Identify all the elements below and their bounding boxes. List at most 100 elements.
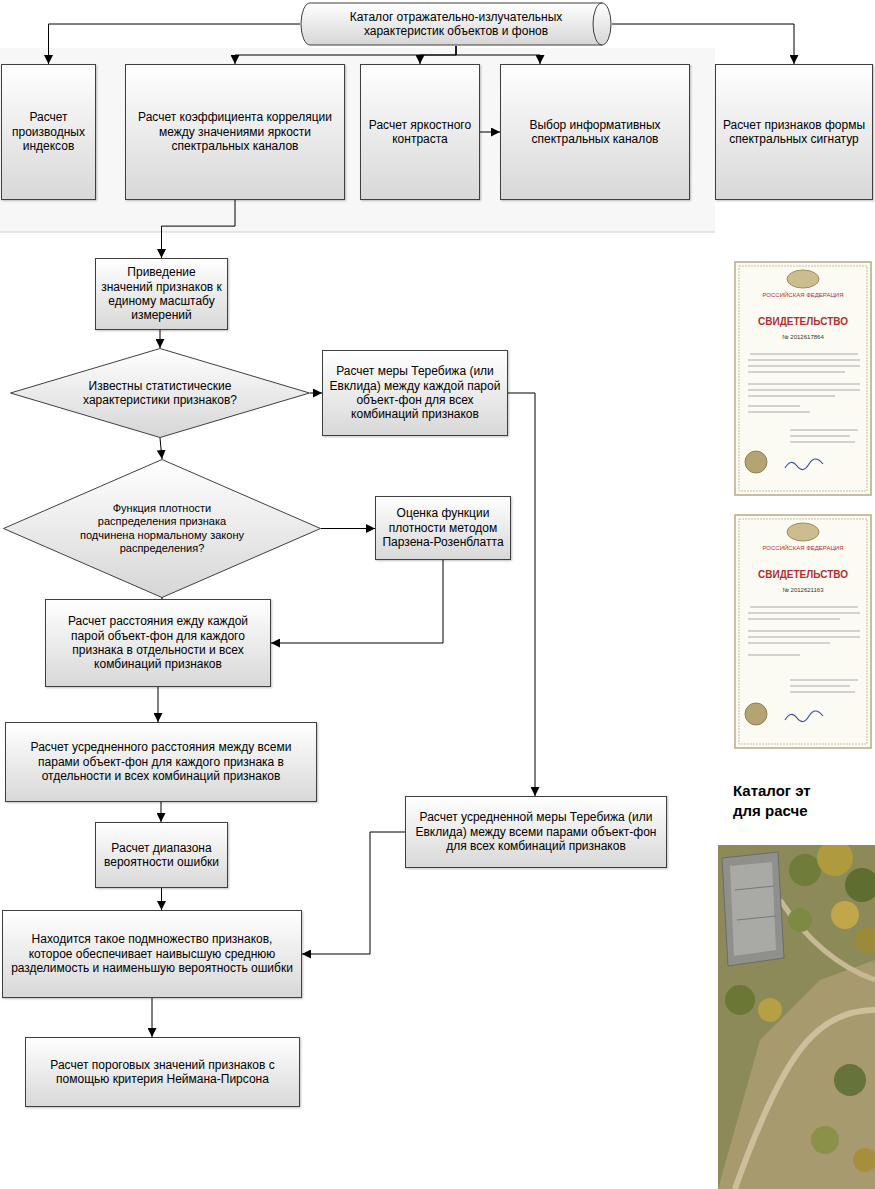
node-text: Известны статистические характеристики п…	[76, 379, 244, 408]
node-text: Находится такое подмножество признаков, …	[8, 932, 296, 975]
flow-arrow	[508, 393, 535, 796]
text-line	[750, 606, 858, 608]
roof-line	[735, 886, 774, 890]
text-line	[790, 685, 850, 687]
text-wrap: Находится такое подмножество признаков, …	[8, 932, 296, 975]
certificate-text: № 2012621163	[733, 587, 873, 594]
text-line	[790, 691, 855, 693]
text-line	[748, 395, 835, 397]
node-text: Расчет производных индексов	[7, 110, 90, 153]
flow-arrow	[158, 687, 159, 722]
process-box: Приведение значений признаков к единому …	[95, 258, 228, 330]
diamond-outline	[4, 460, 321, 598]
flow-arrow	[612, 24, 794, 64]
text-line	[748, 636, 860, 638]
node-text: Приведение значений признаков к единому …	[101, 265, 222, 323]
text-wrap: Функция плотности распределения признака…	[73, 502, 251, 555]
node-text: Расчет усредненной меры Теребижа (или Ев…	[411, 810, 661, 853]
text-wrap: Расчет пороговых значений признаков с по…	[31, 1058, 294, 1087]
text-wrap: Расчет коэффициента корреляции между зна…	[131, 110, 339, 153]
building-roof	[730, 862, 776, 956]
flow-arrow	[160, 330, 161, 348]
text-wrap: Расчет усредненного расстояния между все…	[11, 740, 311, 783]
aerial-photo	[718, 845, 875, 1189]
process-box: Выбор информативных спектральных каналов	[500, 64, 690, 200]
text-line	[748, 359, 860, 361]
process-box: Расчет коэффициента корреляции между зна…	[125, 64, 345, 200]
text-line	[790, 441, 855, 443]
certificate-border	[739, 266, 867, 491]
flow-arrow	[235, 46, 456, 64]
tree	[845, 868, 875, 902]
process-box: Расчет усредненного расстояния между все…	[5, 722, 317, 802]
process-box: Расчет диапазона вероятности ошибки	[95, 822, 228, 888]
seal	[745, 451, 767, 473]
process-box: Находится такое подмножество признаков, …	[2, 910, 302, 998]
text-lines	[748, 354, 860, 442]
tree	[853, 1148, 875, 1172]
text-wrap: Расчет яркостного контраста	[366, 118, 474, 147]
text-wrap: Известны статистические характеристики п…	[76, 379, 244, 408]
text-line	[748, 411, 810, 413]
certificate-text: СВИДЕТЕЛЬСТВО	[733, 316, 873, 328]
text-line	[748, 389, 860, 391]
data-store: Каталог отражательно-излучательных харак…	[300, 2, 612, 46]
process-box: Расчет усредненной меры Теребижа (или Ев…	[405, 796, 667, 868]
text-wrap: Расчет меры Теребижа (или Евклида) между…	[328, 364, 502, 422]
tree	[831, 901, 859, 929]
flow-arrow	[456, 46, 540, 64]
tree	[834, 1064, 866, 1096]
tree	[855, 927, 875, 953]
signature	[785, 711, 823, 722]
node-text: Расчет яркостного контраста	[366, 118, 474, 147]
certificate-border	[739, 519, 867, 744]
caption-heading: для расче	[733, 802, 871, 819]
process-box: Расчет пороговых значений признаков с по…	[25, 1037, 300, 1107]
flow-arrow	[152, 998, 153, 1037]
text-line	[748, 630, 860, 632]
text-line	[750, 353, 858, 355]
node-text: Функция плотности распределения признака…	[73, 502, 251, 555]
node-text: Расчет пороговых значений признаков с по…	[31, 1058, 294, 1087]
node-text: Расчет коэффициента корреляции между зна…	[131, 110, 339, 153]
building	[722, 852, 784, 966]
process-box: Расчет расстояния ежду каждой парой объе…	[45, 599, 271, 687]
process-box: Оценка функции плотности методом Парзена…	[375, 496, 511, 560]
process-box: Расчет яркостного контраста	[360, 64, 480, 200]
text-line	[748, 383, 860, 385]
text-line	[748, 365, 860, 367]
certificate-text: № 2012617864	[733, 334, 873, 341]
certificate-text: СВИДЕТЕЛЬСТВО	[733, 569, 873, 581]
text-line	[748, 612, 860, 614]
text-wrap: Приведение значений признаков к единому …	[101, 265, 222, 323]
text-line	[748, 642, 830, 644]
node-text: Расчет усредненного расстояния между все…	[11, 740, 311, 783]
process-box: Расчет меры Теребижа (или Евклида) между…	[322, 350, 508, 436]
tree	[758, 998, 782, 1022]
flow-arrow	[302, 832, 405, 954]
text-wrap: Расчет усредненной меры Теребижа (или Ев…	[411, 810, 661, 853]
group-band	[0, 48, 715, 232]
decision-diamond: Функция плотности распределения признака…	[3, 459, 321, 598]
certificate-text: РОССИЙСКАЯ ФЕДЕРАЦИЯ	[733, 292, 873, 299]
text-line	[748, 405, 800, 407]
text-lines	[748, 607, 860, 692]
text-line	[748, 654, 800, 656]
tree	[811, 1126, 839, 1154]
text-line	[748, 618, 840, 620]
text-wrap: Расчет производных индексов	[7, 110, 90, 153]
text-line	[790, 435, 850, 437]
text-line	[790, 679, 858, 681]
band-edge	[0, 232, 715, 233]
text-line	[790, 429, 858, 431]
roof-line	[737, 916, 776, 920]
flow-arrow	[49, 24, 301, 64]
certificate-text: РОССИЙСКАЯ ФЕДЕРАЦИЯ	[733, 545, 873, 552]
emblem	[787, 270, 819, 288]
diamond-outline	[11, 349, 310, 438]
process-box: Расчет производных индексов	[1, 64, 96, 200]
text-wrap: Каталог отражательно-излучательных харак…	[317, 10, 595, 39]
seal	[745, 703, 767, 725]
node-text: Расчет признаков формы спектральных сигн…	[721, 118, 867, 147]
